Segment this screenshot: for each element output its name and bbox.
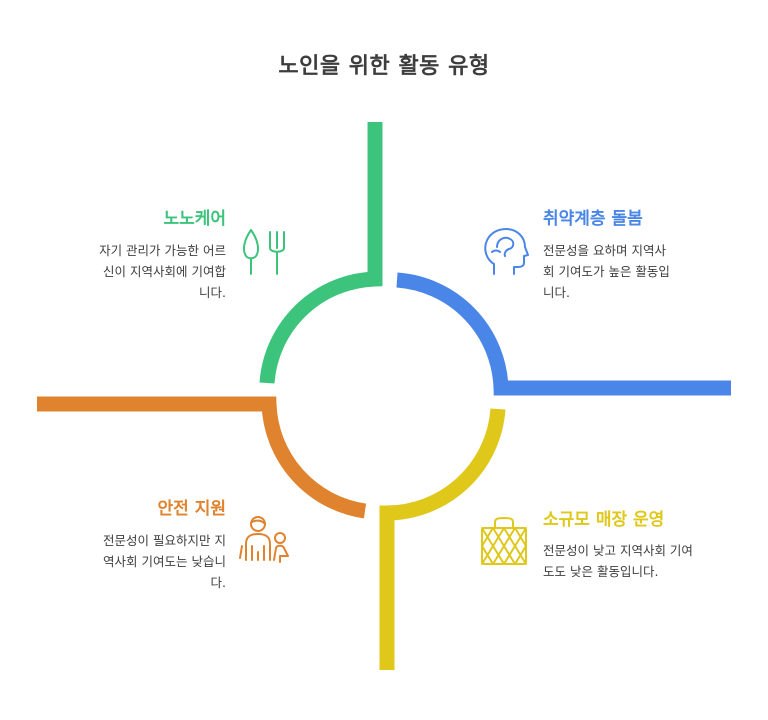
orange-quadrant-arc (37, 396, 367, 519)
top-left-desc-line: 자기 관리가 가능한 어르 (99, 243, 226, 258)
top-right-desc-line: 니다. (543, 285, 570, 300)
top-left-description: 자기 관리가 가능한 어르 신이 지역사회에 기여합 니다. (51, 240, 226, 303)
bottom-left-desc-line: 다. (210, 575, 226, 590)
top-right-description: 전문성을 요하며 지역사 회 기여도가 높은 활동입 니다. (543, 240, 718, 303)
top-right-desc-line: 전문성을 요하며 지역사 (543, 243, 666, 258)
top-left-title: 노노케어 (163, 209, 226, 229)
top-right-desc-line: 회 기여도가 높은 활동입 (543, 264, 670, 279)
blue-quadrant-arc (396, 272, 731, 396)
bottom-right-description: 전문성이 낮고 지역사회 기여 도도 낮은 활동입니다. (543, 540, 738, 582)
top-right-title: 취약계층 돌봄 (543, 209, 643, 229)
yellow-quadrant-arc (379, 408, 506, 670)
family-icon (239, 516, 289, 563)
bottom-left-title: 안전 지원 (157, 499, 226, 519)
top-left-desc-line: 신이 지역사회에 기여합 (103, 264, 226, 279)
head-profile-icon (484, 228, 529, 275)
bottom-left-desc-line: 역사회 기여도는 낮습니 (103, 554, 226, 569)
page-title: 노인을 위한 활동 유형 (278, 54, 490, 79)
top-left-desc-line: 니다. (199, 285, 226, 300)
bottom-right-title: 소규모 매장 운영 (543, 510, 665, 530)
bottom-left-desc-line: 전문성이 필요하지만 지 (103, 533, 226, 548)
shopping-bag-icon (481, 517, 527, 565)
bottom-right-desc-line: 전문성이 낮고 지역사회 기여 (543, 543, 693, 558)
gardening-tools-icon (242, 229, 285, 275)
green-quadrant-arc (259, 122, 383, 384)
bottom-right-desc-line: 도도 낮은 활동입니다. (543, 564, 659, 579)
bottom-left-description: 전문성이 필요하지만 지 역사회 기여도는 낮습니 다. (51, 530, 226, 593)
